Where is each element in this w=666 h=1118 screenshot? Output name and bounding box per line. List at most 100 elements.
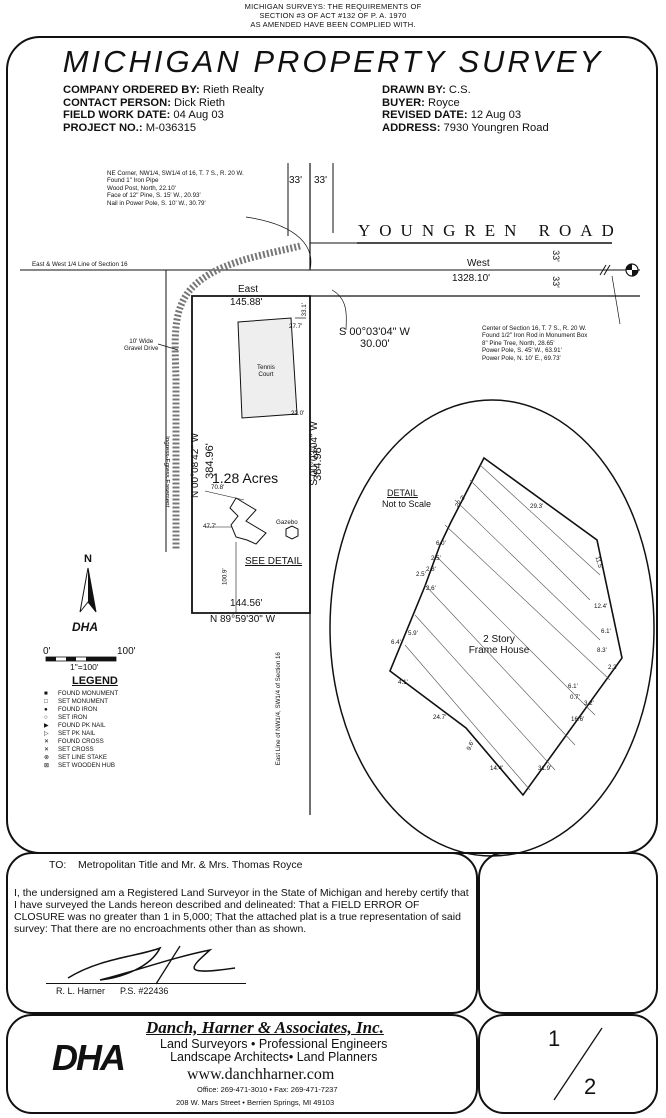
- legend: LEGEND ■FOUND MONUMENT □SET MONUMENT ●FO…: [44, 675, 118, 770]
- west-bearing: N 00°08'42" W: [190, 432, 202, 499]
- center-note: Center of Section 16, T. 7 S., R. 20 W. …: [482, 325, 587, 362]
- firm-logo: DHA: [52, 1037, 126, 1078]
- legend-symbol: ⊗: [44, 754, 50, 761]
- detail-subtitle: Not to Scale: [382, 499, 432, 509]
- detail-dim: 2.6': [426, 585, 436, 592]
- legend-label: SET WOODEN HUB: [58, 762, 115, 769]
- sheet-frame: [478, 1014, 658, 1114]
- west-distance: 1328.10': [452, 273, 491, 284]
- info-right: DRAWN BY: C.S. BUYER: Royce REVISED DATE…: [382, 84, 549, 134]
- note-line: Gravel Drive: [124, 345, 159, 353]
- note-line: 8" Pine Tree, North, 28.65': [482, 339, 555, 347]
- info-label: DRAWN BY:: [382, 84, 446, 96]
- info-value: Dick Rieth: [174, 96, 226, 109]
- road-name: YOUNGREN ROAD: [358, 221, 623, 240]
- legend-item: ⊗ SET LINE STAKE: [44, 754, 118, 762]
- note-line: Court: [258, 371, 274, 379]
- north-distance: 145.88': [230, 297, 263, 308]
- legend-label: FOUND PK NAIL: [58, 722, 106, 729]
- statutory-note-line: AS AMENDED HAVE BEEN COMPLIED WITH.: [250, 20, 416, 29]
- surveyor-label: R. L. Harner: [56, 986, 106, 996]
- sheet-number: 1: [548, 1026, 561, 1051]
- dim-label: 27.7': [289, 323, 303, 330]
- west-label: West: [467, 258, 490, 269]
- info-label: ADDRESS:: [382, 121, 441, 134]
- legend-label: SET CROSS: [58, 746, 94, 753]
- detail-dim: 5.9': [408, 630, 418, 637]
- legend-symbol: ▷: [44, 730, 49, 737]
- legend-title: LEGEND: [72, 675, 118, 687]
- detail-dim: 6.0': [436, 540, 446, 547]
- east-line-label: East Line of NW1/4, SW1/4 of Section 16: [274, 652, 282, 766]
- east-label: East: [238, 284, 259, 295]
- info-label: COMPANY ORDERED BY:: [63, 84, 200, 96]
- detail-dim: 4.1': [398, 679, 408, 686]
- acres-label: 1.28 Acres: [212, 470, 279, 486]
- certificate-frame: [6, 852, 478, 1014]
- east-bearing: S 00°03'04" W: [339, 326, 410, 338]
- info-row: FIELD WORK DATE: 04 Aug 03: [63, 109, 264, 122]
- legend-label: SET PK NAIL: [58, 730, 96, 737]
- info-label: PROJECT NO.:: [63, 121, 143, 134]
- legend-symbol: □: [44, 698, 48, 705]
- legend-label: FOUND IRON: [58, 706, 98, 713]
- info-row: REVISED DATE: 12 Aug 03: [382, 109, 549, 122]
- note-line: Found 1" Iron Pipe: [107, 177, 159, 185]
- note-line: Power Pole, S. 45' W., 63.91': [482, 347, 562, 355]
- south-distance: 144.56': [230, 598, 263, 609]
- statutory-note-line: SECTION #3 OF ACT #132 OF P. A. 1970: [259, 11, 407, 20]
- see-detail-label: SEE DETAIL: [245, 556, 303, 567]
- legend-symbol: ✕: [44, 738, 50, 745]
- firm-name: Danch, Harner & Associates, Inc.: [146, 1018, 384, 1037]
- detail-dim: 6.1': [568, 683, 578, 690]
- east-distance-side: 384.98': [311, 445, 324, 481]
- legend-label: SET LINE STAKE: [58, 754, 107, 761]
- legend-symbol: ✕: [44, 746, 50, 753]
- legend-item: ■FOUND MONUMENT: [44, 690, 118, 698]
- detail-dim: 16.6': [571, 716, 585, 723]
- info-row: BUYER: Royce: [382, 97, 549, 110]
- section-line-label: East & West 1/4 Line of Section 16: [32, 261, 128, 268]
- detail-dim: 2.5': [416, 571, 426, 578]
- legend-item: ✕ FOUND CROSS: [44, 738, 118, 746]
- legend-item: ●FOUND IRON: [44, 706, 118, 714]
- south-bearing: N 89°59'30" W: [210, 614, 276, 625]
- dim-label: 47.7': [203, 523, 217, 530]
- info-value: M-036315: [145, 121, 197, 134]
- legend-label: FOUND CROSS: [58, 738, 104, 745]
- detail-dim: 6.4': [391, 639, 401, 646]
- legend-item: ▶ FOUND PK NAIL: [44, 722, 118, 730]
- seal-frame: [478, 852, 658, 1014]
- surveyor-name: R. L. Harner P.S. #22436: [56, 986, 168, 996]
- info-value: Rieth Realty: [202, 84, 264, 96]
- detail-dim: 2.5': [431, 555, 441, 562]
- info-value: 04 Aug 03: [173, 109, 224, 122]
- firm-lines: Land Surveyors • Professional Engineers …: [160, 1038, 387, 1064]
- note-line: Power Pole, N. 10' E., 69.73': [482, 354, 561, 362]
- certificate-to: TO: Metropolitan Title and Mr. & Mrs. Th…: [49, 859, 302, 871]
- scale-ratio: 1"=100': [70, 662, 99, 672]
- dim-label: 100.9': [221, 568, 229, 586]
- gravel-drive-label: 10' Wide Gravel Drive: [124, 338, 158, 353]
- firm-frame: [6, 1014, 478, 1114]
- info-value: Royce: [428, 96, 460, 109]
- signature-line: [46, 983, 246, 984]
- note-line: Nail in Power Pole, S. 10' W., 30.79': [107, 199, 206, 207]
- scale-zero: 0': [43, 646, 51, 657]
- dim-label: 33': [289, 175, 303, 186]
- note-line: Center of Section 16, T. 7 S., R. 20 W.: [482, 325, 587, 332]
- detail-title: DETAIL: [387, 488, 418, 498]
- detail-dim: 12.4': [594, 603, 608, 610]
- legend-symbol: ⊠: [44, 762, 50, 769]
- detail-dim: 8.3': [597, 647, 607, 654]
- info-label: BUYER:: [382, 96, 425, 109]
- detail-dim: 6.1': [601, 628, 611, 635]
- legend-symbol: ▶: [44, 722, 49, 729]
- firm-line: Landscape Architects• Land Planners: [170, 1050, 378, 1064]
- dim-label: 33': [314, 175, 328, 186]
- dim-label: 33': [550, 276, 561, 288]
- info-row: COMPANY ORDERED BY: Rieth Realty: [63, 84, 264, 97]
- detail-dim: 31.9': [538, 765, 552, 772]
- firm-web: www.danchharner.com: [187, 1066, 335, 1083]
- statutory-note-line: MICHIGAN SURVEYS: THE REQUIREMENTS OF: [244, 2, 422, 11]
